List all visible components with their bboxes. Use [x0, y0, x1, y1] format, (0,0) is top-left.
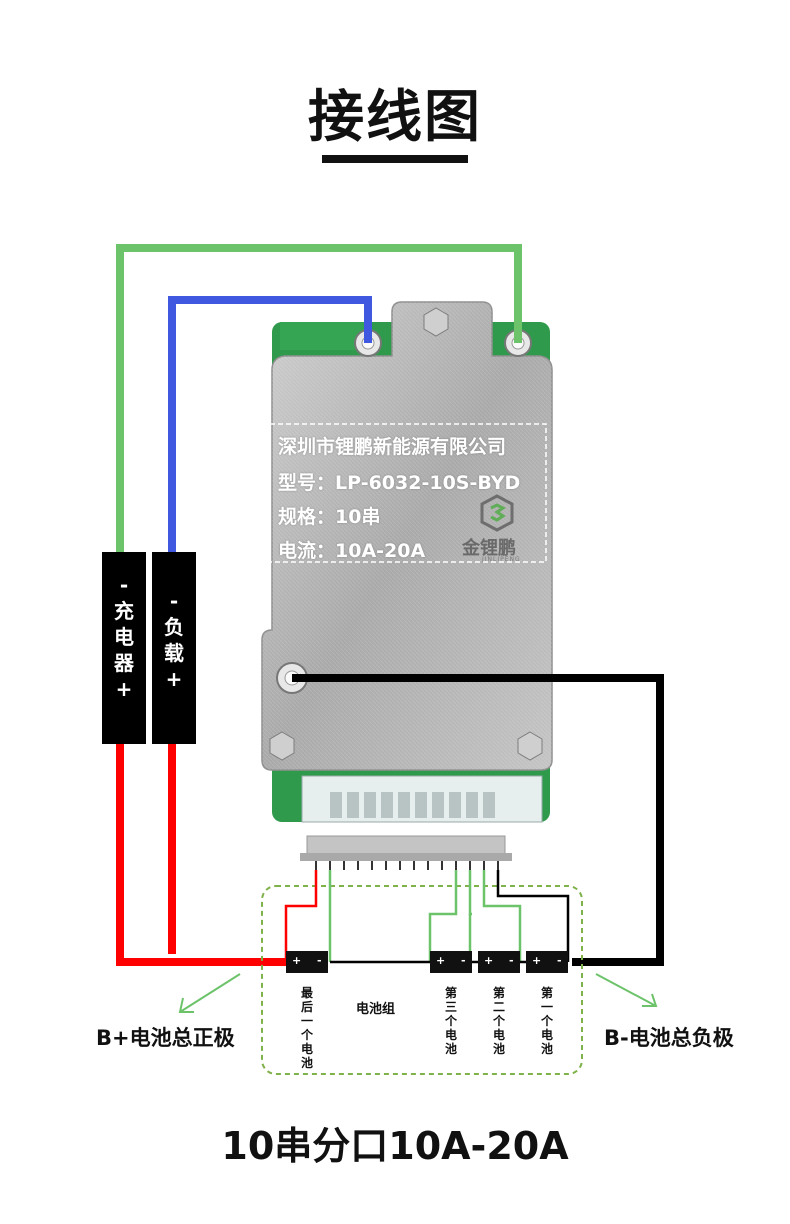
cell-third	[430, 951, 472, 973]
connector-slots	[330, 792, 495, 818]
logo-subtext: JINLIPENG	[482, 556, 521, 563]
cell-third-minus-sign: -	[461, 954, 466, 967]
b-minus-wire	[292, 674, 664, 966]
charger-label: - 充 电 器 +	[102, 552, 146, 744]
title-underline	[322, 155, 468, 163]
cell-last	[286, 951, 328, 973]
screw-bottom-right	[517, 731, 543, 761]
diagram-title: 接线图	[308, 85, 482, 150]
balance-plug	[306, 835, 506, 855]
plug-pins	[315, 861, 499, 870]
plate-spec: 规格：10串	[278, 506, 381, 528]
red-wire-charger	[116, 744, 290, 966]
cell-first	[526, 951, 568, 973]
lead-last-plus	[284, 870, 318, 962]
screw-top	[423, 307, 449, 337]
plate-company: 深圳市锂鹏新能源有限公司	[278, 436, 507, 458]
plate-model: 型号：LP-6032-10S-BYD	[278, 472, 521, 494]
b-minus-label: B-电池总负极	[604, 1026, 734, 1050]
plate-label-frame	[269, 423, 547, 563]
b-plus-label: B+电池总正极	[96, 1026, 235, 1050]
battery-pack-label: 电池组	[356, 1002, 396, 1017]
pcb-board-top	[280, 322, 365, 350]
arrow-b-plus	[178, 973, 241, 1013]
logo-icon	[480, 494, 514, 532]
cell-last-minus-sign: -	[317, 954, 322, 967]
logo-name: 金锂鹏	[462, 538, 516, 559]
lead-first-b	[496, 870, 570, 962]
lead-second-b	[482, 870, 522, 962]
plate-current: 电流：10A-20A	[278, 540, 426, 562]
cell-third-plus-sign: +	[436, 954, 446, 967]
bottom-title: 10串分口10A-20A	[221, 1124, 569, 1168]
cell-last-plus-sign: +	[292, 954, 302, 967]
arrow-b-minus	[595, 973, 658, 1007]
cell-second-minus-sign: -	[509, 954, 514, 967]
cell-second-label: 第二个电池	[492, 986, 505, 1056]
cell-third-label: 第三个电池	[444, 986, 457, 1056]
lead-third-b	[468, 870, 472, 916]
cell-first-minus-sign: -	[557, 954, 562, 967]
cell-first-plus-sign: +	[532, 954, 542, 967]
charger-wire	[116, 244, 522, 552]
lead-third-a	[428, 870, 458, 962]
load-wire	[168, 296, 372, 552]
cell-second-plus-sign: +	[484, 954, 494, 967]
cell-first-label: 第一个电池	[540, 986, 553, 1056]
load-label: - 负 载 +	[152, 552, 196, 744]
battery-pack-frame	[261, 885, 583, 1075]
cell-second	[478, 951, 520, 973]
cell-last-label: 最后一个电池	[300, 986, 313, 1070]
screw-bottom-left	[269, 731, 295, 761]
